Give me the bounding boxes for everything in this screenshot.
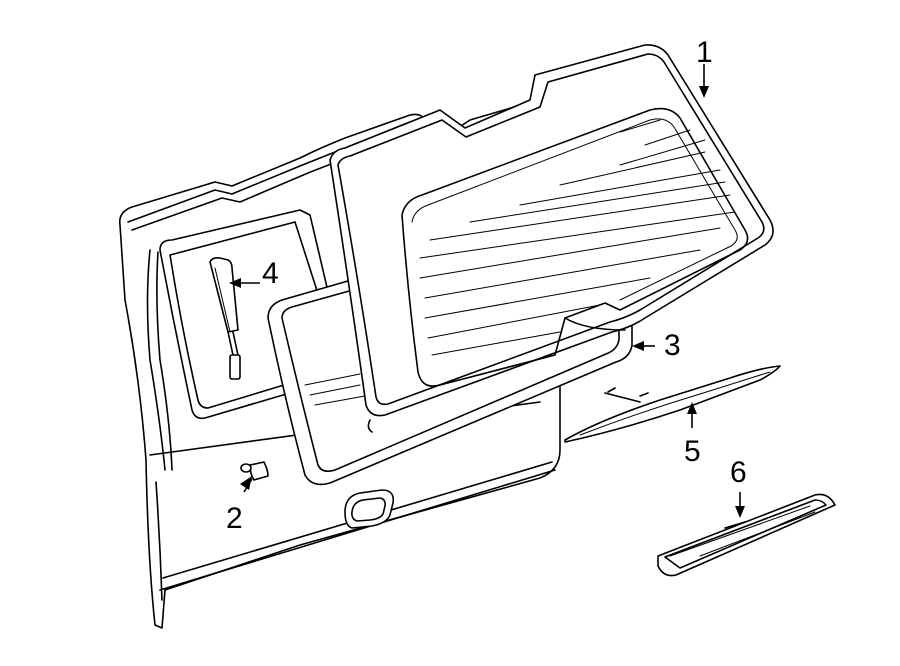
part-2-bumper-stop [240, 461, 269, 481]
callout-leaders [229, 64, 745, 518]
part-6-stop-lamp [657, 493, 836, 577]
part-4-support-strut [209, 257, 241, 380]
part-5-spoiler [564, 365, 781, 443]
callout-1: 1 [696, 36, 713, 69]
callout-3: 3 [664, 329, 681, 362]
part-1-liftgate-glass [329, 44, 774, 433]
callout-4: 4 [262, 257, 279, 290]
callout-2: 2 [226, 502, 243, 535]
callout-6: 6 [730, 456, 747, 489]
callout-5: 5 [684, 435, 701, 468]
